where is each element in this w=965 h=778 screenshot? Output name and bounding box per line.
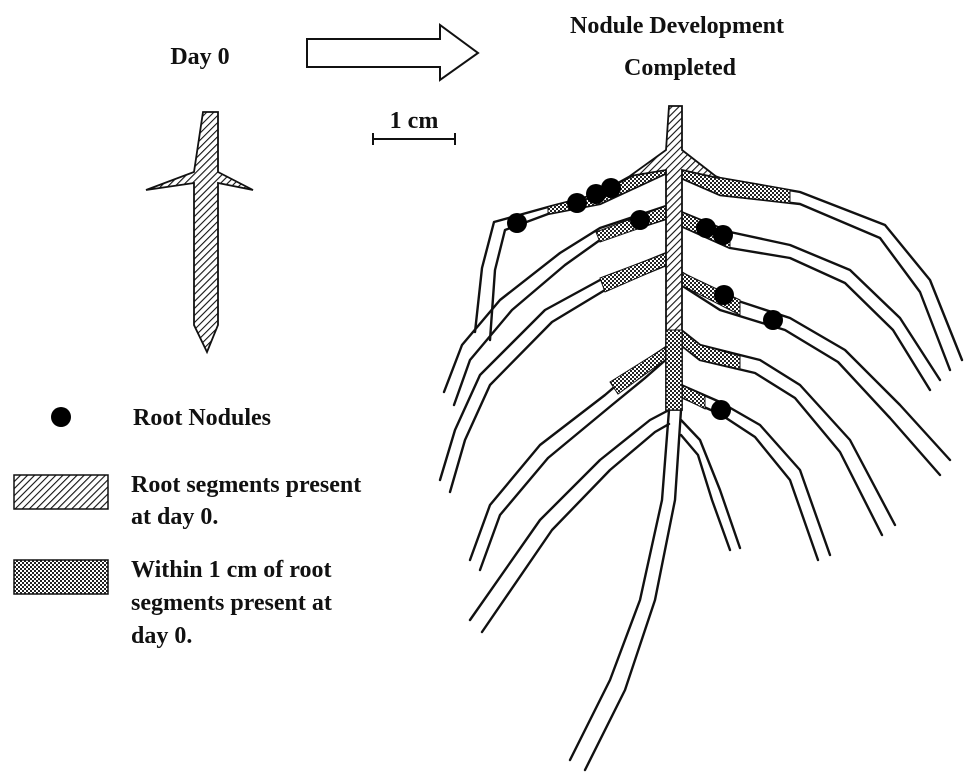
- main-root-crosshatch-lower: [666, 330, 682, 410]
- nodule: [713, 225, 733, 245]
- legend-present-line2: at day 0.: [131, 504, 218, 530]
- legend-within-line1: Within 1 cm of root: [131, 557, 331, 583]
- nodule: [763, 310, 783, 330]
- nodule: [567, 193, 587, 213]
- legend-present-line1: Root segments present: [131, 472, 361, 498]
- nodule: [714, 285, 734, 305]
- scale-label: 1 cm: [390, 108, 439, 134]
- nodule: [630, 210, 650, 230]
- title-line2: Completed: [624, 55, 737, 81]
- scale-bar: [373, 133, 455, 145]
- legend-nodules-label: Root Nodules: [133, 405, 271, 431]
- day0-label: Day 0: [170, 44, 229, 70]
- title-line1: Nodule Development: [570, 13, 784, 39]
- legend-crosshatch-swatch: [14, 560, 108, 594]
- nodule: [601, 178, 621, 198]
- nodule: [711, 400, 731, 420]
- progression-arrow-icon: [307, 25, 478, 80]
- legend-within-line2: segments present at: [131, 590, 332, 616]
- day0-root: [146, 112, 253, 352]
- lower-roots: [470, 410, 740, 770]
- legend-within-line3: day 0.: [131, 623, 192, 649]
- legend: Root Nodules Root segments present at da…: [14, 405, 361, 649]
- legend-hatch-swatch: [14, 475, 108, 509]
- nodule: [507, 213, 527, 233]
- legend-nodule-icon: [51, 407, 71, 427]
